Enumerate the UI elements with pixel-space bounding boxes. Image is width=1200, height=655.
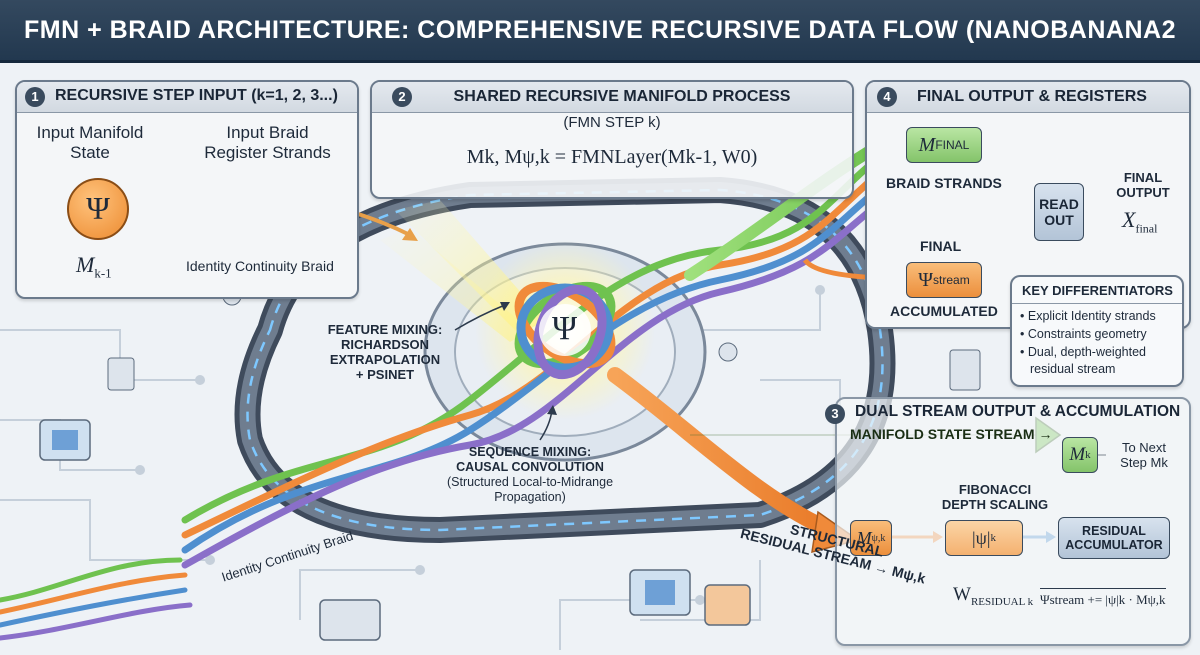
light-beam [395, 200, 545, 335]
identity-braid-left [0, 557, 193, 641]
panel-title-4: FINAL OUTPUT & REGISTERS [917, 88, 1147, 105]
center-psi-symbol: Ψ [552, 310, 578, 347]
sequence-mixing-label: SEQUENCE MIXING:CAUSAL CONVOLUTION(Struc… [446, 445, 614, 504]
key-item-1: • Explicit Identity strands [1020, 309, 1156, 323]
psi-power-box: |ψ|k [945, 520, 1023, 556]
braid-strands-label: BRAID STRANDS [886, 175, 1002, 191]
final-label: FINAL [920, 238, 962, 254]
w-residual-label: WRESIDUAL k [953, 584, 1034, 608]
panel-number-2: 2 [392, 87, 412, 107]
header-bar: FMN + BRAID ARCHITECTURE: COMPREHENSIVE … [0, 0, 1200, 104]
arrow-structural-residual [607, 367, 838, 538]
accumulated-label: ACCUMULATED [890, 303, 998, 319]
key-item-3: • Dual, depth-weighted [1020, 345, 1146, 359]
arrow-to-mfinal [684, 139, 886, 281]
chip-bottom-right [704, 584, 751, 626]
key-item-4: residual stream [1030, 362, 1116, 376]
chip-bottom-left [319, 599, 381, 641]
key-item-2: • Constraints geometry [1020, 327, 1147, 341]
psi-symbol: Ψ [86, 190, 110, 226]
fmn-equation: Mk, Mψ,k = FMNLayer(Mk-1, W0) [466, 146, 758, 168]
accumulation-formula: Ψstream += |ψ|k · Mψ,k [1040, 588, 1166, 608]
manifold-stream-label: MANIFOLD STATE STREAM → [850, 426, 1053, 442]
panel-title-2: SHARED RECURSIVE MANIFOLD PROCESS [453, 88, 791, 105]
panel-title-1: RECURSIVE STEP INPUT (k=1, 2, 3...) [55, 87, 338, 104]
panel-shared-manifold-process: 2 SHARED RECURSIVE MANIFOLD PROCESS (FMN… [370, 80, 854, 199]
key-title: KEY DIFFERENTIATORS [1022, 283, 1173, 298]
page-title: FMN + BRAID ARCHITECTURE: COMPREHENSIVE … [24, 16, 1176, 104]
panel-title-3: DUAL STREAM OUTPUT & ACCUMULATION [855, 403, 1181, 420]
panel-subtitle-2: (FMN STEP k) [563, 114, 661, 131]
key-differentiators-box: KEY DIFFERENTIATORS • Explicit Identity … [1010, 275, 1184, 387]
panel-number-4: 4 [877, 87, 897, 107]
identity-braid-caption: Identity Continuity Braid [186, 258, 334, 274]
panel-number-3: 3 [825, 404, 845, 424]
circuit-nodes [135, 285, 825, 605]
circuit-traces [0, 290, 841, 650]
panel-number-1: 1 [25, 87, 45, 107]
m-k-minus-1-label: Mk-1 [76, 252, 112, 281]
x-final-label: Xfinal [1122, 207, 1158, 236]
psi-input-node: Ψ [67, 178, 129, 240]
